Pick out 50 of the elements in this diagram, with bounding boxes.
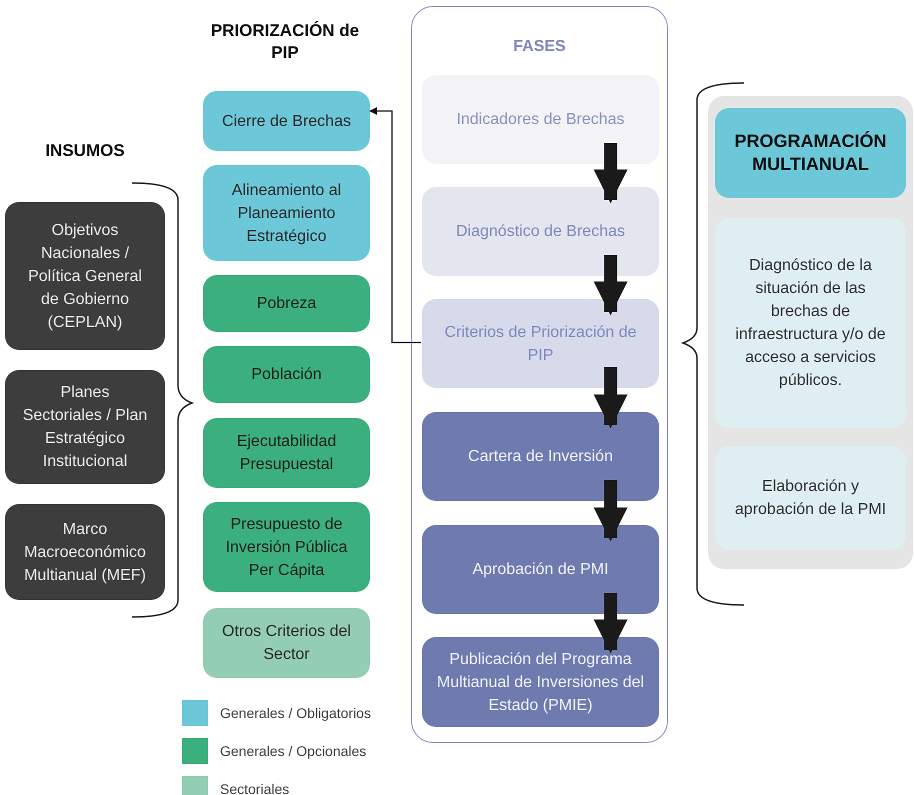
arrow bbox=[369, 107, 421, 344]
process-box bbox=[422, 75, 659, 164]
section-heading: INSUMOS bbox=[44, 140, 126, 162]
header-box bbox=[715, 108, 906, 198]
box-label: Aprobación de PMI bbox=[471, 560, 610, 580]
process-box bbox=[203, 346, 370, 403]
process-box bbox=[203, 418, 370, 488]
process-box bbox=[203, 608, 370, 678]
box-label: Cartera de Inversión bbox=[467, 447, 614, 467]
box-label: Ejecutabilidad Presupuestal bbox=[236, 432, 338, 475]
input-box bbox=[5, 202, 165, 350]
down-arrow bbox=[594, 143, 628, 204]
box-label: Planes Sectoriales / Plan Estratégico Institucional bbox=[22, 383, 148, 472]
side-panel bbox=[708, 96, 913, 569]
process-box bbox=[203, 275, 370, 332]
process-box bbox=[422, 637, 659, 727]
box-label: Diagnóstico de la situación de las brechas de infraestructura y/o de acceso a servicios públicos. bbox=[734, 256, 887, 391]
process-box bbox=[422, 412, 659, 501]
box-label: Presupuesto de Inversión Pública Per Cápita bbox=[224, 514, 348, 580]
legend-label: Sectoriales bbox=[220, 781, 290, 795]
box-label: Publicación del Programa Multianual de Inversiones del Estado (PMIE) bbox=[436, 650, 646, 716]
box-label: Otros Criterios del Sector bbox=[221, 622, 352, 665]
box-label: Diagnóstico de Brechas bbox=[455, 222, 626, 242]
box-label: Objetivos Nacionales / Política General de Gobierno (CEPLAN) bbox=[27, 220, 143, 332]
box-label: Alineamiento al Planeamiento Estratégico bbox=[230, 180, 342, 246]
phases-panel bbox=[411, 6, 668, 743]
box-label: Elaboración y aprobación de la PMI bbox=[734, 477, 888, 520]
down-arrow bbox=[594, 255, 628, 316]
box-label: Población bbox=[250, 365, 323, 385]
down-arrow bbox=[594, 480, 628, 542]
down-arrow bbox=[594, 593, 628, 654]
process-box bbox=[422, 299, 659, 388]
process-box bbox=[203, 165, 370, 261]
process-box bbox=[422, 525, 659, 614]
process-box bbox=[203, 502, 370, 592]
legend-label: Generales / Obligatorios bbox=[220, 705, 371, 721]
section-heading: PRIORIZACIÓN de PIP bbox=[210, 20, 360, 64]
box-label: Cierre de Brechas bbox=[221, 112, 352, 132]
input-box bbox=[5, 504, 165, 600]
process-box bbox=[203, 91, 370, 151]
box-label: Pobreza bbox=[256, 294, 318, 314]
input-box bbox=[5, 370, 165, 484]
box-label: Marco Macroeconómico Multianual (MEF) bbox=[23, 520, 147, 586]
down-arrow bbox=[594, 367, 628, 428]
box-label: Indicadores de Brechas bbox=[455, 110, 626, 130]
box-label: Criterios de Priorización de PIP bbox=[443, 322, 638, 366]
box-label: PROGRAMACIÓN MULTIANUAL bbox=[734, 130, 888, 176]
legend-label: Generales / Opcionales bbox=[220, 743, 366, 759]
process-box bbox=[422, 187, 659, 276]
panel-title: FASES bbox=[512, 37, 567, 57]
